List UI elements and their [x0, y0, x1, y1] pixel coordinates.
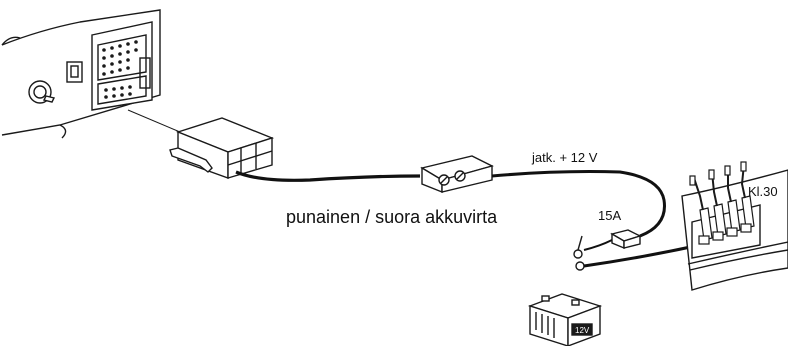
fuse-box-wires — [689, 161, 747, 211]
iso-adapter — [169, 117, 275, 179]
battery — [527, 293, 603, 346]
extension-label: jatk. + 12 V — [532, 150, 598, 165]
radio-connector-pins — [102, 40, 138, 99]
power-cable-red — [235, 170, 421, 182]
extension-cable — [491, 170, 666, 238]
fuse-holder — [610, 229, 642, 250]
terminal-label: Kl.30 — [748, 184, 778, 199]
fuse-lead — [583, 239, 613, 251]
radio-lead — [127, 109, 181, 133]
fuse-label: 15A — [598, 208, 622, 223]
ring-terminals — [573, 235, 585, 271]
terminal-cable — [583, 243, 701, 268]
red-wire-label: punainen / suora akkuvirta — [286, 207, 498, 227]
battery-label: 12V — [575, 326, 590, 335]
radio-unit — [1, 9, 161, 139]
inline-connector — [420, 155, 494, 194]
fuse-box-relays — [698, 195, 755, 245]
